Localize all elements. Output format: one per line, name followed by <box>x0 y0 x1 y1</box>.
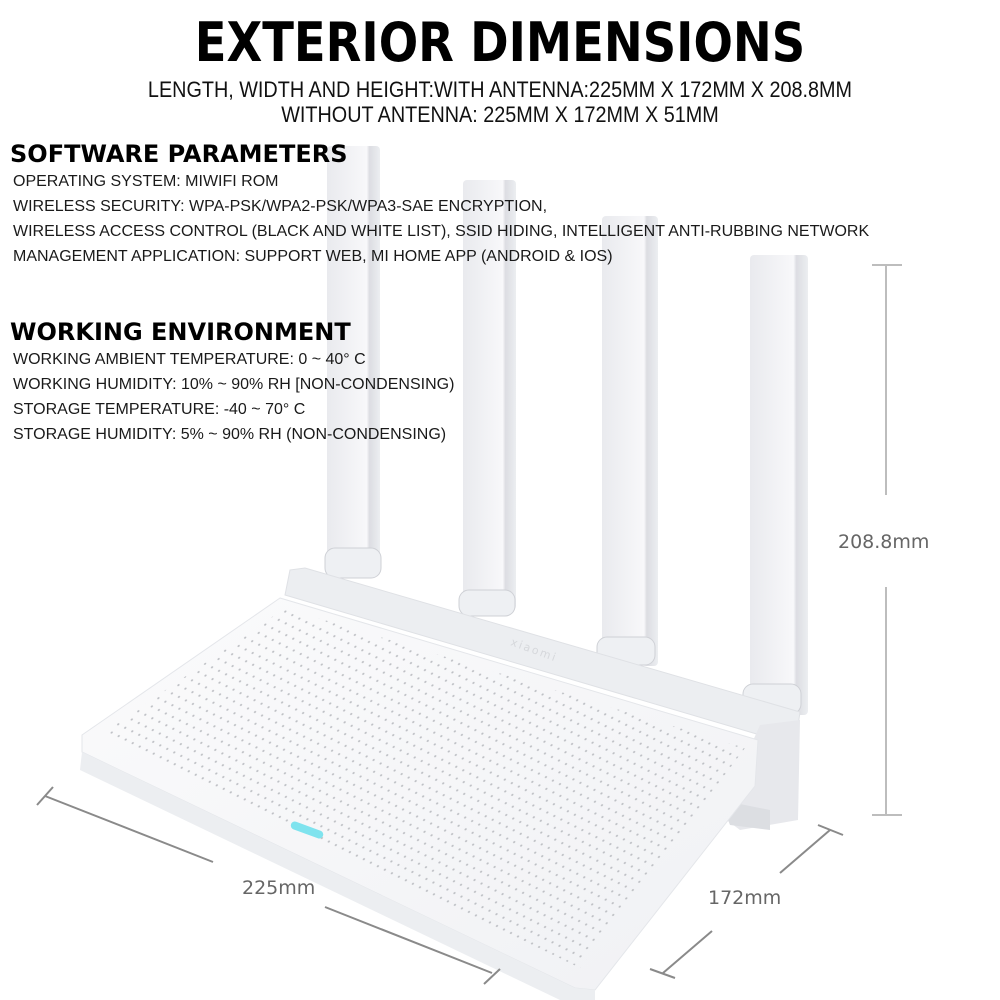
height-dimension-line <box>872 264 902 816</box>
width-label: 172mm <box>708 887 782 909</box>
dimensions-with-antenna: LENGTH, WIDTH AND HEIGHT:WITH ANTENNA:22… <box>147 77 853 102</box>
spec-storage-humidity: STORAGE HUMIDITY: 5% ~ 90% RH (NON-CONDE… <box>13 426 447 443</box>
height-label: 208.8mm <box>838 531 930 553</box>
spec-wireless-security: WIRELESS SECURITY: WPA-PSK/WPA2-PSK/WPA3… <box>13 198 548 215</box>
working-environment-heading: WORKING ENVIRONMENT <box>10 318 351 346</box>
spec-ambient-temperature: WORKING AMBIENT TEMPERATURE: 0 ~ 40° C <box>13 351 366 368</box>
length-label: 225mm <box>242 877 316 899</box>
width-dimension-line <box>649 824 844 979</box>
antenna-1 <box>324 146 382 579</box>
page-title: EXTERIOR DIMENSIONS <box>194 11 806 74</box>
spec-access-control: WIRELESS ACCESS CONTROL (BLACK AND WHITE… <box>13 223 870 240</box>
length-dimension-line <box>36 786 501 985</box>
software-parameters-heading: SOFTWARE PARAMETERS <box>10 140 348 168</box>
status-led <box>290 821 324 839</box>
spec-management-app: MANAGEMENT APPLICATION: SUPPORT WEB, MI … <box>13 248 613 265</box>
antenna-3 <box>596 216 658 666</box>
dimensions-without-antenna: WITHOUT ANTENNA: 225MM X 172MM X 51MM <box>281 102 719 127</box>
antenna-4 <box>742 255 808 715</box>
spec-operating-system: OPERATING SYSTEM: MIWIFI ROM <box>13 173 279 190</box>
spec-storage-temperature: STORAGE TEMPERATURE: -40 ~ 70° C <box>13 401 306 418</box>
antenna-2 <box>458 180 516 617</box>
spec-working-humidity: WORKING HUMIDITY: 10% ~ 90% RH [NON-COND… <box>13 376 455 393</box>
